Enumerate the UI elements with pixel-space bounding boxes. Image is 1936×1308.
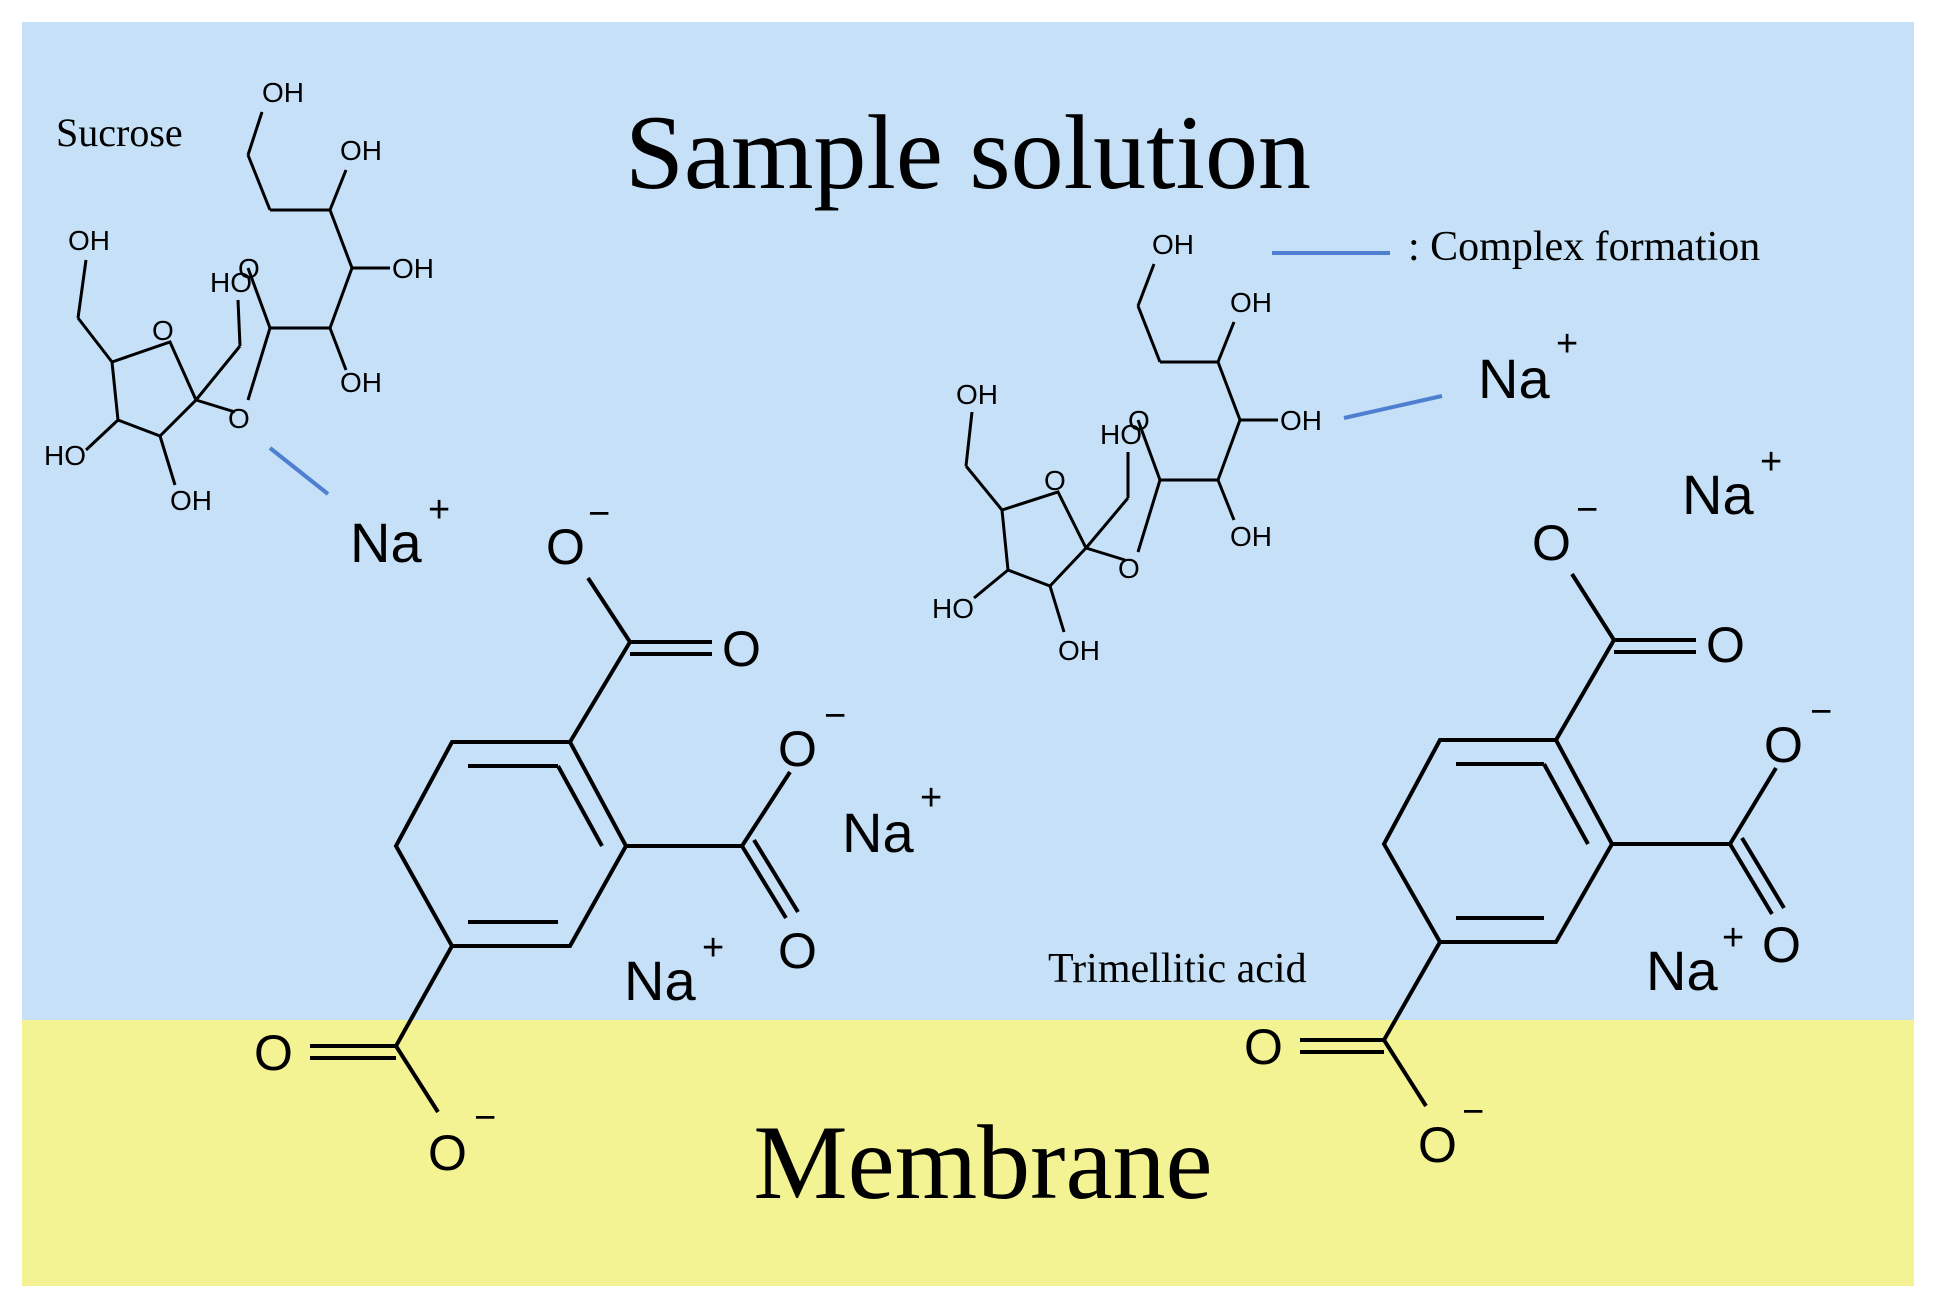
membrane-region bbox=[22, 1020, 1914, 1286]
carbonyl-oxygen-label: O bbox=[1762, 917, 1801, 973]
bridge-oxygen-label: O bbox=[228, 403, 250, 434]
legend-complex-label: : Complex formation bbox=[1408, 224, 1760, 270]
sodium-label: Na bbox=[624, 949, 696, 1012]
sodium-label: Na bbox=[350, 511, 422, 574]
oh-label: OH bbox=[340, 367, 382, 398]
oh-label: OH bbox=[340, 135, 382, 166]
carboxylate-oxygen-label: O bbox=[1532, 515, 1571, 571]
trimellitate-molecule-1 bbox=[310, 576, 800, 1114]
bridge-oxygen-label: O bbox=[1118, 553, 1140, 584]
trimellitate-1-atom-labels: O − O O − O O O − bbox=[254, 493, 846, 1181]
ring-oxygen-label: O bbox=[238, 253, 260, 284]
sodium-ion: Na + bbox=[624, 927, 724, 1012]
trimellitate-molecule-2 bbox=[1300, 572, 1786, 1108]
ho-label: HO bbox=[210, 267, 252, 298]
oh-label: OH bbox=[262, 77, 304, 108]
sucrose-2-atom-labels: OH OH OH OH OH HO O O O HO OH bbox=[932, 229, 1322, 666]
oh-label: OH bbox=[956, 379, 998, 410]
oh-label: OH bbox=[1280, 405, 1322, 436]
carboxylate-oxygen-label: O bbox=[1764, 717, 1803, 773]
carbonyl-oxygen-label: O bbox=[1244, 1019, 1283, 1075]
carbonyl-oxygen-label: O bbox=[778, 923, 817, 979]
minus-charge: − bbox=[588, 493, 610, 535]
ho-label: HO bbox=[44, 440, 86, 471]
carboxylate-oxygen-label: O bbox=[428, 1125, 467, 1181]
ring-oxygen-label: O bbox=[1044, 465, 1066, 496]
trimellitate-2-atom-labels: O − O O − O O O − bbox=[1244, 489, 1832, 1173]
sucrose-molecule-1 bbox=[76, 111, 390, 486]
plus-charge: + bbox=[702, 927, 724, 969]
plus-charge: + bbox=[1722, 917, 1744, 959]
carboxylate-oxygen-label: O bbox=[1418, 1117, 1457, 1173]
sample-solution-title: Sample solution bbox=[625, 94, 1311, 211]
sodium-label: Na bbox=[1682, 463, 1754, 526]
sucrose-label: Sucrose bbox=[56, 110, 183, 155]
sodium-ion: Na + bbox=[1682, 441, 1782, 526]
membrane-title: Membrane bbox=[753, 1104, 1212, 1221]
sodium-label: Na bbox=[1478, 347, 1550, 410]
minus-charge: − bbox=[824, 695, 846, 737]
oh-label: OH bbox=[170, 485, 212, 516]
sodium-ion: Na + bbox=[350, 489, 450, 574]
oh-label: OH bbox=[1230, 287, 1272, 318]
sodium-ion: Na + bbox=[842, 777, 942, 864]
carbonyl-oxygen-label: O bbox=[722, 621, 761, 677]
ho-label: HO bbox=[1100, 419, 1142, 450]
sucrose-molecule-2 bbox=[964, 263, 1278, 633]
carbonyl-oxygen-label: O bbox=[254, 1025, 293, 1081]
trimellitic-acid-label: Trimellitic acid bbox=[1048, 946, 1307, 992]
sucrose-1-atom-labels: OH OH OH OH OH HO O O O HO OH bbox=[44, 77, 434, 516]
plus-charge: + bbox=[920, 777, 942, 819]
minus-charge: − bbox=[1576, 489, 1598, 531]
carbonyl-oxygen-label: O bbox=[1706, 617, 1745, 673]
minus-charge: − bbox=[1462, 1091, 1484, 1133]
ring-oxygen-label: O bbox=[1128, 405, 1150, 436]
carboxylate-oxygen-label: O bbox=[778, 721, 817, 777]
minus-charge: − bbox=[1810, 691, 1832, 733]
carboxylate-oxygen-label: O bbox=[546, 519, 585, 575]
complex-line-1 bbox=[268, 446, 330, 496]
sodium-label: Na bbox=[842, 801, 914, 864]
ring-oxygen-label: O bbox=[152, 315, 174, 346]
oh-label: OH bbox=[392, 253, 434, 284]
oh-label: OH bbox=[68, 225, 110, 256]
plus-charge: + bbox=[1556, 323, 1578, 365]
plus-charge: + bbox=[1760, 441, 1782, 483]
sodium-ion: Na + bbox=[1646, 917, 1744, 1002]
sodium-label: Na bbox=[1646, 939, 1718, 1002]
complex-line-2 bbox=[1343, 394, 1443, 420]
ho-label: HO bbox=[932, 593, 974, 624]
oh-label: OH bbox=[1058, 635, 1100, 666]
minus-charge: − bbox=[474, 1097, 496, 1139]
oh-label: OH bbox=[1230, 521, 1272, 552]
oh-label: OH bbox=[1152, 229, 1194, 260]
plus-charge: + bbox=[428, 489, 450, 531]
sodium-ion: Na + bbox=[1478, 323, 1578, 410]
